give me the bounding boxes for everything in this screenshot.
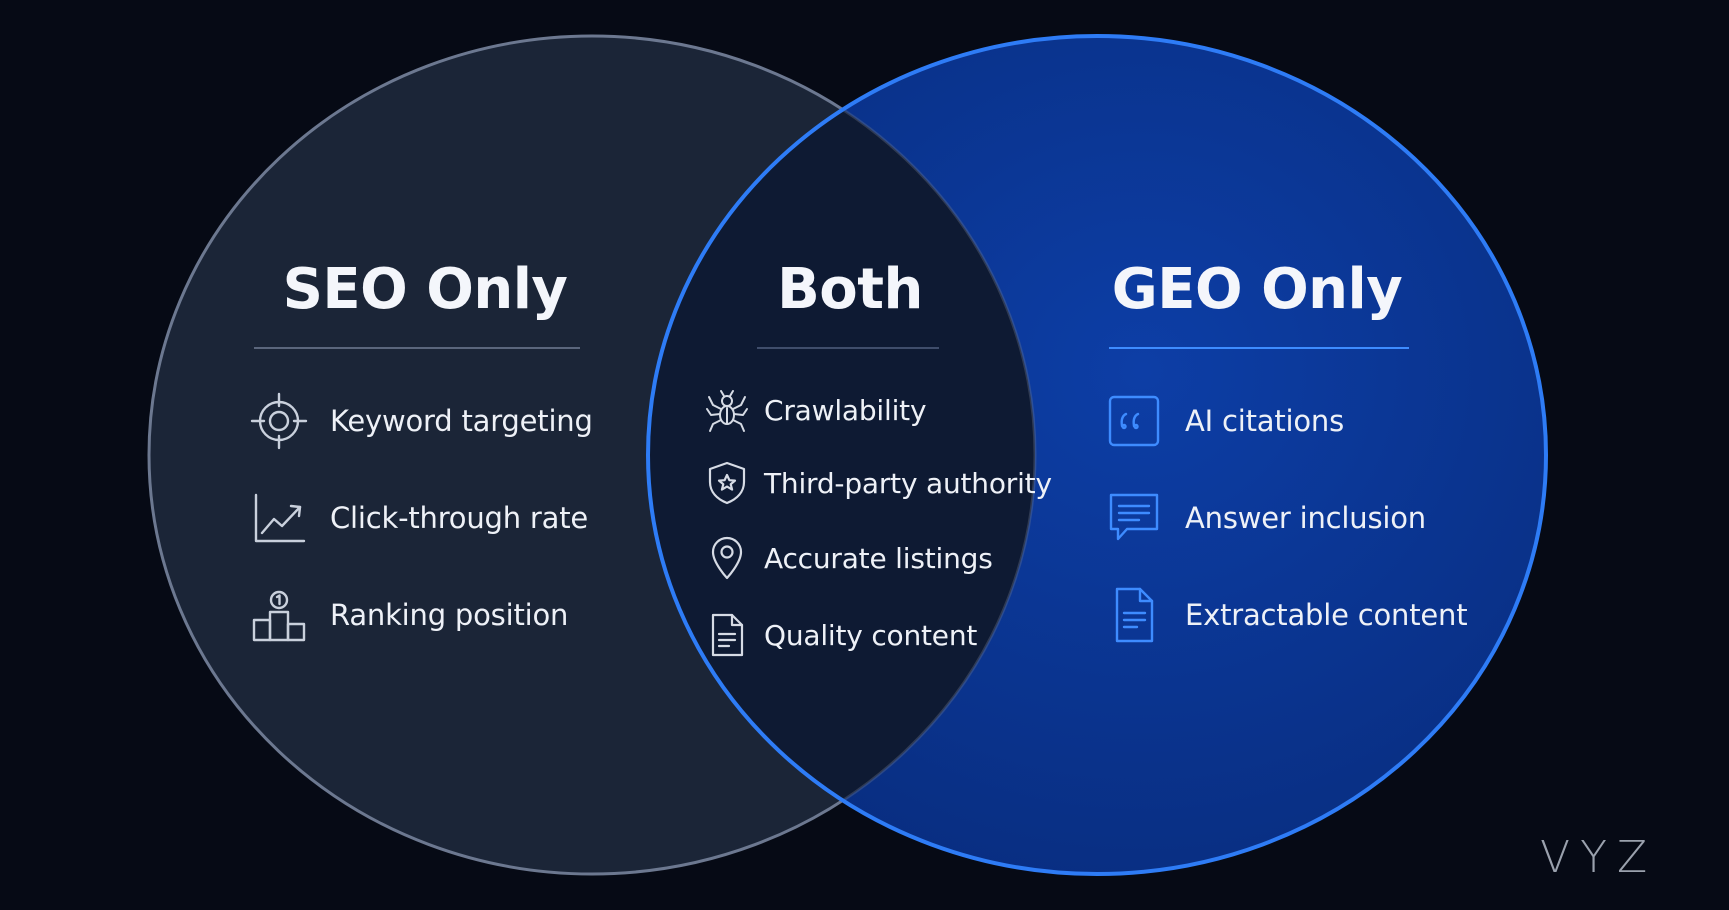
geo-item-label: AI citations bbox=[1185, 404, 1345, 438]
seo-title: SEO Only bbox=[282, 257, 568, 322]
shield-star-icon bbox=[704, 460, 750, 506]
both-divider bbox=[757, 347, 939, 349]
seo-item: Keyword targeting bbox=[250, 392, 593, 450]
overlap-region bbox=[648, 36, 1035, 874]
seo-item: Ranking position bbox=[250, 586, 568, 644]
podium-icon bbox=[250, 586, 308, 644]
both-item: Third-party authority bbox=[704, 460, 1052, 506]
seo-item-label: Click-through rate bbox=[330, 501, 589, 535]
both-item-label: Crawlability bbox=[764, 393, 927, 427]
seo-divider bbox=[254, 347, 580, 349]
geo-item: Answer inclusion bbox=[1105, 489, 1426, 547]
both-item: Crawlability bbox=[704, 387, 927, 433]
geo-title: GEO Only bbox=[1111, 257, 1403, 322]
document-icon bbox=[704, 612, 750, 658]
both-item-label: Quality content bbox=[764, 618, 978, 652]
map-pin-icon bbox=[704, 535, 750, 581]
both-item: Quality content bbox=[704, 612, 977, 658]
geo-item: AI citations bbox=[1105, 392, 1344, 450]
chat-bubble-icon bbox=[1105, 489, 1163, 547]
seo-circle-outline bbox=[648, 36, 1037, 874]
seo-item: Click-through rate bbox=[250, 489, 588, 547]
trend-chart-icon bbox=[250, 489, 308, 547]
seo-item-label: Ranking position bbox=[330, 598, 569, 632]
geo-item: Extractable content bbox=[1105, 586, 1468, 644]
spider-icon bbox=[704, 387, 750, 433]
both-item: Accurate listings bbox=[704, 535, 993, 581]
quote-icon bbox=[1105, 392, 1163, 450]
geo-item-label: Extractable content bbox=[1185, 598, 1468, 632]
document-lines-icon bbox=[1105, 586, 1163, 644]
seo-item-label: Keyword targeting bbox=[330, 404, 593, 438]
crosshair-target-icon bbox=[250, 392, 308, 450]
both-item-label: Third-party authority bbox=[764, 466, 1052, 500]
brand-logo: VYZ bbox=[1540, 832, 1658, 883]
geo-circle-outline bbox=[646, 34, 1548, 876]
both-title: Both bbox=[777, 257, 923, 322]
both-item-label: Accurate listings bbox=[764, 541, 993, 575]
geo-item-label: Answer inclusion bbox=[1185, 501, 1426, 535]
geo-divider bbox=[1109, 347, 1409, 349]
